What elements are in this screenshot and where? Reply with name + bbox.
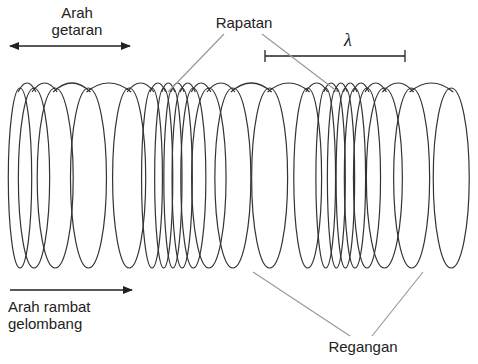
coil-loop (8, 88, 31, 268)
rarefaction-label: Regangan (318, 338, 408, 355)
direction-label: Arah getaran (40, 4, 114, 39)
vibration-arrow (10, 45, 130, 47)
wavelength-symbol: λ (338, 30, 358, 51)
coil-top (382, 83, 413, 92)
coil-loop (316, 88, 336, 268)
coil-loop (433, 88, 469, 268)
coil-loop (70, 88, 106, 268)
coil-loop (394, 88, 430, 268)
propagation-arrow (10, 289, 132, 291)
coil-loop (172, 88, 192, 268)
coil-loop (181, 88, 206, 268)
coil-loop (113, 88, 146, 268)
coil-loop (192, 88, 226, 268)
coil-top (268, 83, 310, 92)
coil-top (53, 83, 90, 92)
coil-loop (353, 88, 380, 268)
coil-loop (344, 88, 365, 268)
coil-loop (215, 88, 251, 268)
coil-loop (366, 88, 402, 268)
coil-loop (164, 88, 182, 268)
coil-loop (37, 88, 73, 268)
compression-label: Rapatan (204, 14, 284, 31)
coil-loop (294, 88, 322, 268)
spring-coils (8, 83, 469, 268)
coil-loop (336, 88, 355, 268)
coil-top (207, 83, 235, 92)
coil-top (32, 83, 57, 92)
coil-loop (142, 88, 163, 268)
coil-loop (18, 88, 49, 268)
direction-label: Arah rambat gelombang (8, 298, 120, 333)
leader-lines (168, 34, 423, 336)
coil-loop (252, 88, 288, 268)
